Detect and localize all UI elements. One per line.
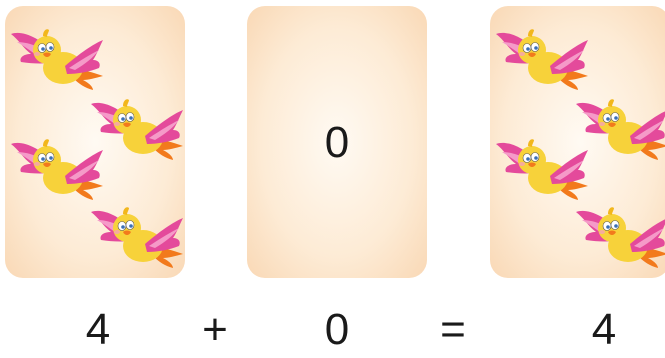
bird-icon [575, 206, 665, 269]
middle-number: 0 [324, 305, 350, 354]
left-card [5, 6, 185, 278]
card-number: 0 [324, 118, 350, 167]
bird-icon [10, 28, 104, 91]
right-card [490, 6, 665, 278]
result-number: 4 [591, 305, 617, 354]
bird-icon [495, 28, 589, 91]
bird-icon [90, 206, 184, 269]
left-number: 4 [85, 305, 111, 354]
plus-sign: + [202, 305, 228, 354]
equals-sign: = [440, 305, 466, 354]
middle-card: 0 [247, 6, 427, 278]
